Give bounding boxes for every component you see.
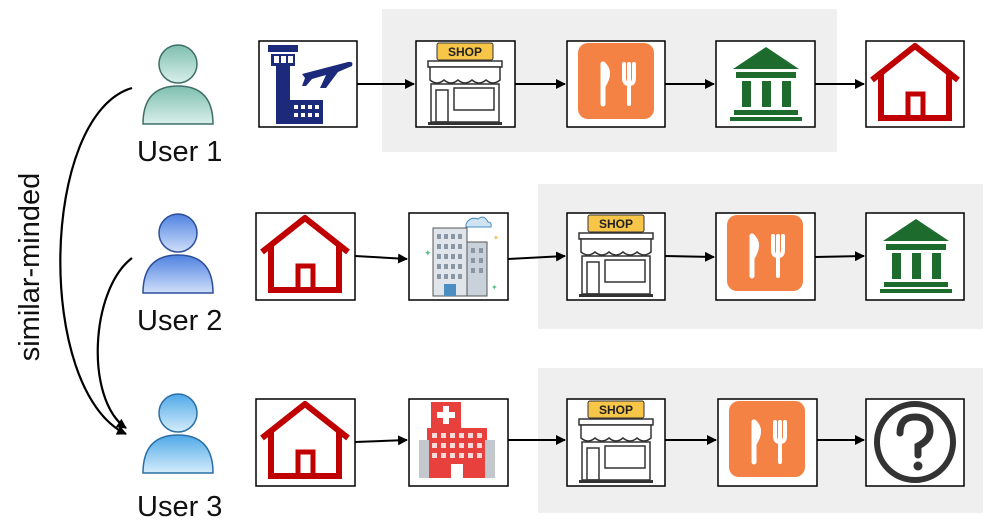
question-icon (865, 398, 965, 487)
similar-minded-arrow-outer (59, 86, 133, 435)
home-icon (865, 40, 965, 128)
user-label-3: User 3 (137, 491, 223, 523)
similar-minded-label: similar-minded (14, 172, 46, 362)
museum-icon (865, 212, 965, 301)
shop-icon: SHOP (566, 398, 666, 487)
shop-sign-text: SHOP (599, 217, 633, 231)
transition-arrows-row2 (354, 251, 865, 264)
user-avatar-1 (142, 44, 214, 125)
svg-text:✦: ✦ (424, 249, 432, 259)
office-building-icon: ✦ ✦ ✦ (408, 212, 509, 301)
museum-icon (715, 40, 816, 128)
shop-sign-text: SHOP (599, 403, 633, 417)
shop-icon: SHOP (566, 212, 666, 301)
restaurant-icon (566, 40, 666, 128)
user-avatar-3 (142, 393, 214, 474)
home-icon (255, 398, 356, 487)
shop-sign-text: SHOP (448, 45, 482, 59)
hospital-icon (408, 398, 509, 487)
svg-text:✦: ✦ (493, 234, 499, 242)
home-icon (255, 212, 356, 301)
airport-icon (258, 40, 358, 128)
transition-arrows-row3 (354, 435, 865, 446)
similar-minded-arrow-inner (96, 257, 133, 429)
user-avatar-2 (142, 213, 214, 294)
restaurant-icon (715, 212, 816, 301)
user-label-2: User 2 (137, 305, 223, 337)
restaurant-icon (717, 398, 818, 487)
shop-icon: SHOP (415, 40, 516, 128)
user-label-1: User 1 (137, 136, 223, 168)
svg-text:✦: ✦ (491, 283, 498, 292)
